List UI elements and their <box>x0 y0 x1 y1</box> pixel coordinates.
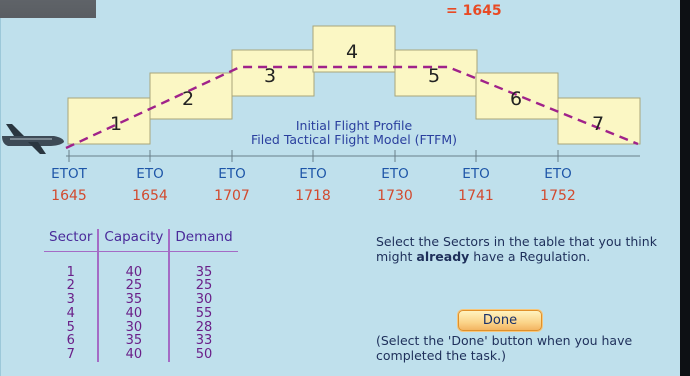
column-header-capacity: Capacity <box>97 229 171 252</box>
cell-capacity: 30 <box>97 320 171 335</box>
cell-demand: 50 <box>195 346 213 362</box>
sector-label-6: 6 <box>510 88 522 110</box>
timeline-label: ETO <box>462 166 490 182</box>
sector-boxes <box>67 25 641 145</box>
cell-sector[interactable]: 5 <box>66 319 75 335</box>
cell-sector[interactable]: 2 <box>66 278 75 294</box>
flight-profile: 1 2 3 4 5 6 7 <box>2 25 641 162</box>
done-note: (Select the 'Done' button when you have … <box>376 333 633 363</box>
timeline-time: 1741 <box>458 188 494 204</box>
table-row[interactable]: 7 40 50 <box>44 348 238 362</box>
header-strip <box>96 0 680 18</box>
instruction-part: have a Regulation. <box>469 248 591 264</box>
instruction-emphasis: already <box>416 248 470 264</box>
cell-demand: 25 <box>195 278 213 294</box>
cell-sector[interactable]: 4 <box>66 305 75 321</box>
flight-profile-line <box>65 65 639 150</box>
profile-subtitle: Filed Tactical Flight Model (FTFM) <box>251 132 457 147</box>
column-header-sector: Sector <box>44 229 99 252</box>
instruction-text: Select the Sectors in the table that you… <box>376 234 676 264</box>
timeline-time: 1730 <box>377 188 413 204</box>
cell-demand: 30 <box>195 292 213 308</box>
table-row[interactable]: 1 40 35 <box>44 264 238 280</box>
timeline-label: ETO <box>299 166 327 182</box>
cell-sector[interactable]: 1 <box>66 264 75 280</box>
done-button[interactable]: Done <box>458 310 542 331</box>
timeline-label: ETOT <box>51 166 87 182</box>
sector-box-1[interactable] <box>67 97 151 145</box>
cell-capacity: 40 <box>97 265 171 280</box>
cell-demand: 28 <box>195 319 213 335</box>
timeline-time: 1654 <box>132 188 168 204</box>
column-header-demand: Demand <box>169 229 238 252</box>
cell-sector[interactable]: 6 <box>66 333 75 349</box>
timeline-ticks <box>68 150 559 162</box>
sector-label-5: 5 <box>428 65 440 87</box>
cell-capacity: 40 <box>97 348 171 362</box>
aircraft-icon <box>2 124 64 154</box>
sector-label-2: 2 <box>182 88 194 110</box>
table-row[interactable]: 2 25 25 <box>44 278 238 294</box>
timeline-label: ETO <box>381 166 409 182</box>
table-row[interactable]: 4 40 55 <box>44 307 238 321</box>
table-row[interactable]: 5 30 28 <box>44 319 238 335</box>
timeline-time: 1645 <box>51 188 87 204</box>
timeline-time: 1718 <box>295 188 331 204</box>
cell-demand: 35 <box>195 264 213 280</box>
cell-capacity: 35 <box>97 293 171 307</box>
timeline-label: ETO <box>136 166 164 182</box>
sector-box-6[interactable] <box>475 72 559 120</box>
timeline-label: ETO <box>218 166 246 182</box>
cell-capacity: 40 <box>97 307 171 321</box>
cell-capacity: 35 <box>97 334 171 348</box>
sector-box-7[interactable] <box>557 97 641 145</box>
sector-label-3: 3 <box>264 65 276 87</box>
cell-demand: 33 <box>195 333 213 349</box>
sector-box-3[interactable] <box>231 49 315 97</box>
cell-sector[interactable]: 3 <box>66 292 75 308</box>
instruction-part: Select the Sectors in the table that you… <box>376 234 657 264</box>
sector-box-4[interactable] <box>312 25 396 73</box>
timeline-time: 1752 <box>540 188 576 204</box>
cell-sector[interactable]: 7 <box>66 346 75 362</box>
sector-box-2[interactable] <box>149 72 233 120</box>
timeline-label: ETO <box>544 166 572 182</box>
background-right <box>680 0 690 376</box>
profile-title: Initial Flight Profile <box>295 118 413 133</box>
cell-capacity: 25 <box>97 279 171 294</box>
table-row[interactable]: 6 35 33 <box>44 334 238 348</box>
header-equation: = 1645 <box>446 3 502 19</box>
sector-label-1: 1 <box>110 113 122 135</box>
sector-label-7: 7 <box>592 113 604 135</box>
table-header-row: Sector Capacity Demand <box>44 229 238 252</box>
cell-demand: 55 <box>195 305 213 321</box>
sector-box-5[interactable] <box>394 49 478 97</box>
table-row[interactable]: 3 35 30 <box>44 293 238 307</box>
sector-label-4: 4 <box>346 41 358 63</box>
timeline-time: 1707 <box>214 188 250 204</box>
